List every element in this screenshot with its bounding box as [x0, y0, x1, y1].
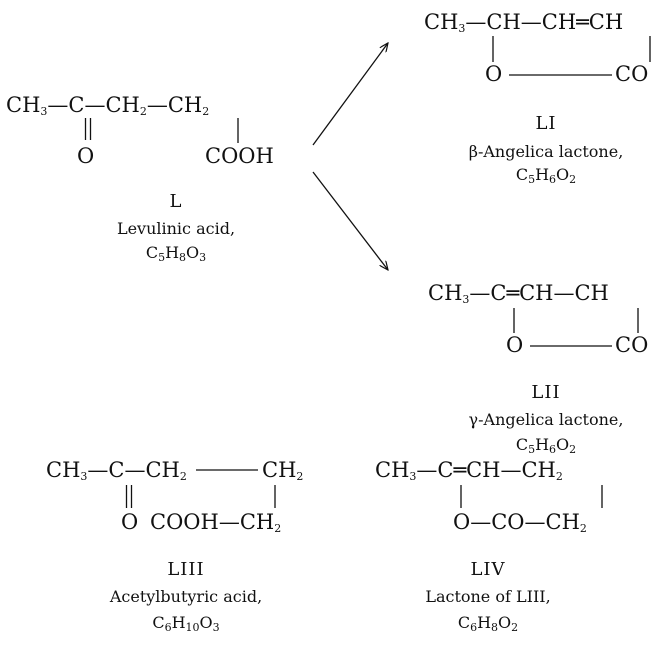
LII-formula: C5H6O2 [515, 435, 577, 456]
LII-ring-carbonyl: CO [615, 333, 649, 357]
L-chain-text: CH3—C—CH2—CH2 [6, 93, 210, 118]
LIV-formula: C6H8O2 [457, 613, 519, 634]
LI-chain-text: CH3—CH—CH═CH [424, 10, 624, 35]
LIII-compound-number: LIII [167, 559, 205, 580]
LIII-compound-name: Acetylbutyric acid, [109, 587, 263, 606]
LI-ring-carbonyl: CO [615, 62, 649, 86]
LIII-chain-end: CH2 [262, 458, 304, 483]
LII-chain-text: CH3—C═CH—CH [428, 281, 609, 306]
LI-formula: C5H6O2 [515, 165, 577, 186]
L-compound-number: L [169, 191, 183, 212]
LI-compound-name: β-Angelica lactone, [468, 142, 624, 161]
L-ketone-oxygen: O [77, 144, 95, 168]
LIII-formula: C6H10O3 [152, 613, 220, 634]
LIV-chain-text: CH3—C═CH—CH2 [375, 458, 563, 483]
LII-compound-name: γ-Angelica lactone, [468, 410, 624, 429]
L-formula: C5H8O3 [145, 243, 207, 264]
L-compound-name: Levulinic acid, [116, 219, 236, 238]
LI-ring-oxygen: O [485, 62, 503, 86]
LIV-ring-text: O—CO—CH2 [453, 510, 587, 535]
LIII-chain-text: CH3—C—CH2 [46, 458, 187, 483]
arrow-to-LI [312, 43, 388, 146]
LII-compound-number: LII [531, 382, 561, 403]
LII-ring-oxygen: O [506, 333, 524, 357]
arrow-to-LII [312, 171, 388, 270]
LIV-compound-number: LIV [470, 559, 506, 580]
LI-compound-number: LI [535, 113, 557, 134]
LIII-acid-chain: COOH—CH2 [150, 510, 282, 535]
LIV-compound-name: Lactone of LIII, [425, 587, 551, 606]
L-acid-group: COOH [205, 144, 274, 168]
LIII-ketone-oxygen: O [121, 510, 139, 534]
